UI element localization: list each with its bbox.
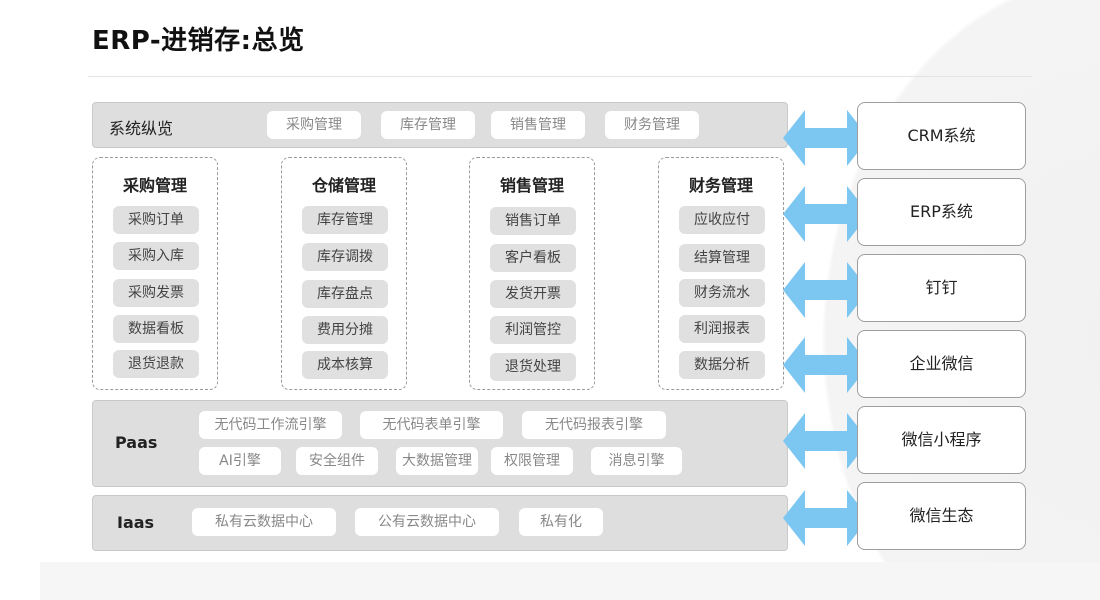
module-sales: 销售管理 销售订单 客户看板 发货开票 利润管控 退货处理 xyxy=(469,157,595,390)
module-item[interactable]: 库存管理 xyxy=(302,206,388,234)
module-item[interactable]: 数据看板 xyxy=(113,315,199,343)
paas-label: Paas xyxy=(115,433,158,452)
module-item[interactable]: 发货开票 xyxy=(490,280,576,308)
integration-miniprogram[interactable]: 微信小程序 xyxy=(857,406,1026,474)
paas-chip[interactable]: 消息引擎 xyxy=(591,447,682,475)
overview-chip-inventory[interactable]: 库存管理 xyxy=(381,111,475,139)
paas-chip[interactable]: 安全组件 xyxy=(296,447,378,475)
double-arrow-icon xyxy=(783,110,869,166)
overview-chip-finance[interactable]: 财务管理 xyxy=(605,111,699,139)
paas-chip[interactable]: 无代码报表引擎 xyxy=(522,411,666,439)
iaas-chip[interactable]: 公有云数据中心 xyxy=(355,508,499,536)
module-item[interactable]: 应收应付 xyxy=(679,206,765,234)
paas-bar: Paas 无代码工作流引擎 无代码表单引擎 无代码报表引擎 AI引擎 安全组件 … xyxy=(92,400,788,487)
double-arrow-icon xyxy=(783,262,869,318)
module-item[interactable]: 利润管控 xyxy=(490,316,576,344)
module-item[interactable]: 客户看板 xyxy=(490,244,576,272)
module-finance: 财务管理 应收应付 结算管理 财务流水 利润报表 数据分析 xyxy=(658,157,784,390)
module-title: 销售管理 xyxy=(499,176,564,195)
module-title: 采购管理 xyxy=(122,176,187,195)
iaas-chip[interactable]: 私有化 xyxy=(519,508,603,536)
module-title: 仓储管理 xyxy=(311,176,376,195)
module-title: 财务管理 xyxy=(688,176,753,195)
paas-chip[interactable]: 无代码工作流引擎 xyxy=(199,411,342,439)
module-item[interactable]: 费用分摊 xyxy=(302,316,388,344)
iaas-chip[interactable]: 私有云数据中心 xyxy=(192,508,336,536)
overview-label: 系统纵览 xyxy=(109,119,174,138)
module-item[interactable]: 结算管理 xyxy=(679,244,765,272)
background-band xyxy=(40,562,1100,600)
module-item[interactable]: 退货退款 xyxy=(113,350,199,378)
module-item[interactable]: 利润报表 xyxy=(679,315,765,343)
overview-chip-purchase[interactable]: 采购管理 xyxy=(267,111,361,139)
module-item[interactable]: 成本核算 xyxy=(302,351,388,379)
double-arrow-icon xyxy=(783,413,869,469)
module-item[interactable]: 退货处理 xyxy=(490,353,576,381)
integration-erp[interactable]: ERP系统 xyxy=(857,178,1026,246)
double-arrow-icon xyxy=(783,490,869,546)
paas-chip[interactable]: 无代码表单引擎 xyxy=(360,411,503,439)
module-item[interactable]: 财务流水 xyxy=(679,279,765,307)
module-item[interactable]: 库存调拨 xyxy=(302,243,388,271)
module-item[interactable]: 采购发票 xyxy=(113,279,199,307)
module-item[interactable]: 销售订单 xyxy=(490,207,576,235)
paas-chip[interactable]: 权限管理 xyxy=(491,447,573,475)
page-title: ERP-进销存:总览 xyxy=(92,26,305,56)
integration-dingtalk[interactable]: 钉钉 xyxy=(857,254,1026,322)
iaas-label: Iaas xyxy=(117,513,155,532)
overview-chip-sales[interactable]: 销售管理 xyxy=(491,111,585,139)
module-purchase: 采购管理 采购订单 采购入库 采购发票 数据看板 退货退款 xyxy=(92,157,218,390)
integration-crm[interactable]: CRM系统 xyxy=(857,102,1026,170)
iaas-bar: Iaas 私有云数据中心 公有云数据中心 私有化 xyxy=(92,495,788,551)
integration-wecom[interactable]: 企业微信 xyxy=(857,330,1026,398)
paas-chip[interactable]: AI引擎 xyxy=(199,447,281,475)
module-item[interactable]: 采购订单 xyxy=(113,206,199,234)
integration-wechat-ecosystem[interactable]: 微信生态 xyxy=(857,482,1026,550)
module-item[interactable]: 采购入库 xyxy=(113,242,199,270)
double-arrow-icon xyxy=(783,186,869,242)
overview-bar: 系统纵览 采购管理 库存管理 销售管理 财务管理 xyxy=(92,102,788,148)
module-item[interactable]: 数据分析 xyxy=(679,351,765,379)
module-warehouse: 仓储管理 库存管理 库存调拨 库存盘点 费用分摊 成本核算 xyxy=(281,157,407,390)
paas-chip[interactable]: 大数据管理 xyxy=(396,447,478,475)
module-item[interactable]: 库存盘点 xyxy=(302,280,388,308)
double-arrow-icon xyxy=(783,337,869,393)
title-divider xyxy=(88,76,1032,77)
